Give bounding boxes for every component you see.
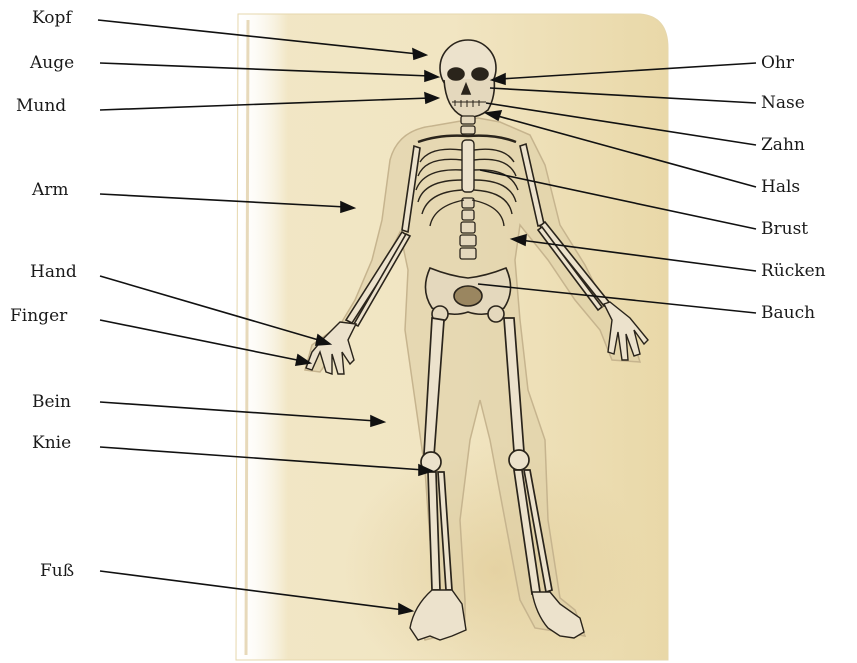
label-finger: Finger [10, 306, 67, 326]
label-bauch: Bauch [761, 303, 815, 323]
label-knie: Knie [32, 433, 71, 453]
label-auge: Auge [30, 53, 74, 73]
label-nase: Nase [761, 93, 805, 113]
label-hals: Hals [761, 177, 800, 197]
page-fold [246, 20, 248, 655]
label-brust: Brust [761, 219, 808, 239]
label-bein: Bein [32, 392, 71, 412]
label-fuss: Fuß [40, 561, 74, 581]
label-zahn: Zahn [761, 135, 805, 155]
label-arm: Arm [32, 180, 69, 200]
label-kopf: Kopf [32, 8, 72, 28]
label-hand: Hand [30, 262, 77, 282]
label-ruecken: Rücken [761, 261, 826, 281]
label-ohr: Ohr [761, 53, 794, 73]
label-mund: Mund [16, 96, 66, 116]
